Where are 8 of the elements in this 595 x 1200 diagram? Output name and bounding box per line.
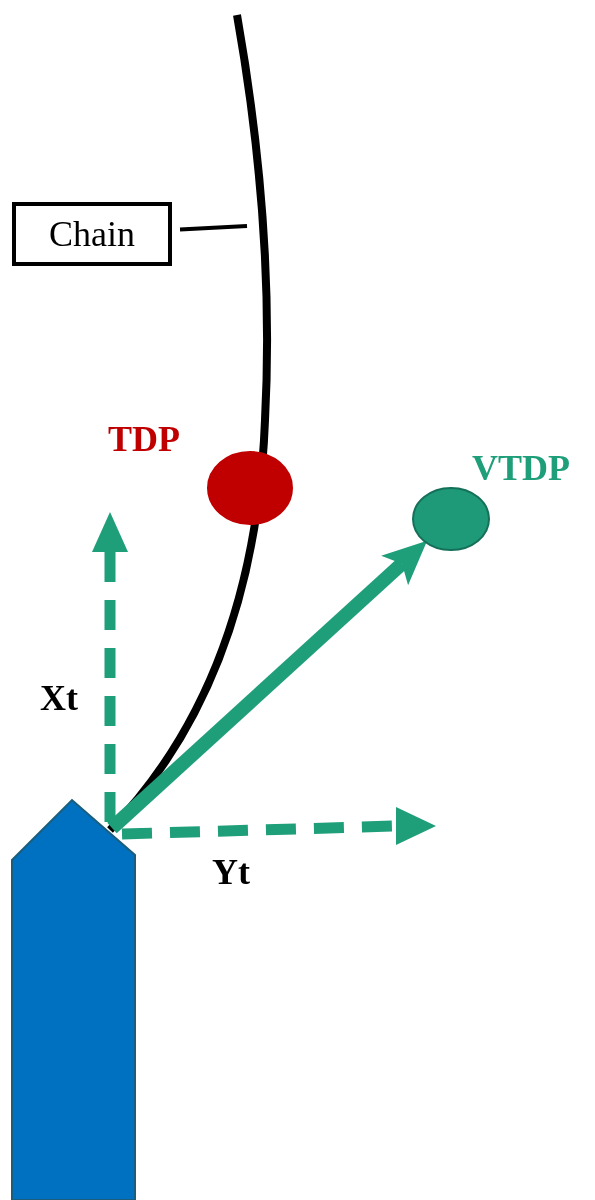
arrow [107,540,428,834]
label-box: Chain [12,202,172,266]
leader-line [179,224,248,232]
axis-label: Yt [212,852,250,892]
axis-label: Xt [40,678,78,718]
vessel-shape [11,798,136,1200]
point-label: VTDP [472,448,570,488]
point-label: TDP [108,419,180,459]
